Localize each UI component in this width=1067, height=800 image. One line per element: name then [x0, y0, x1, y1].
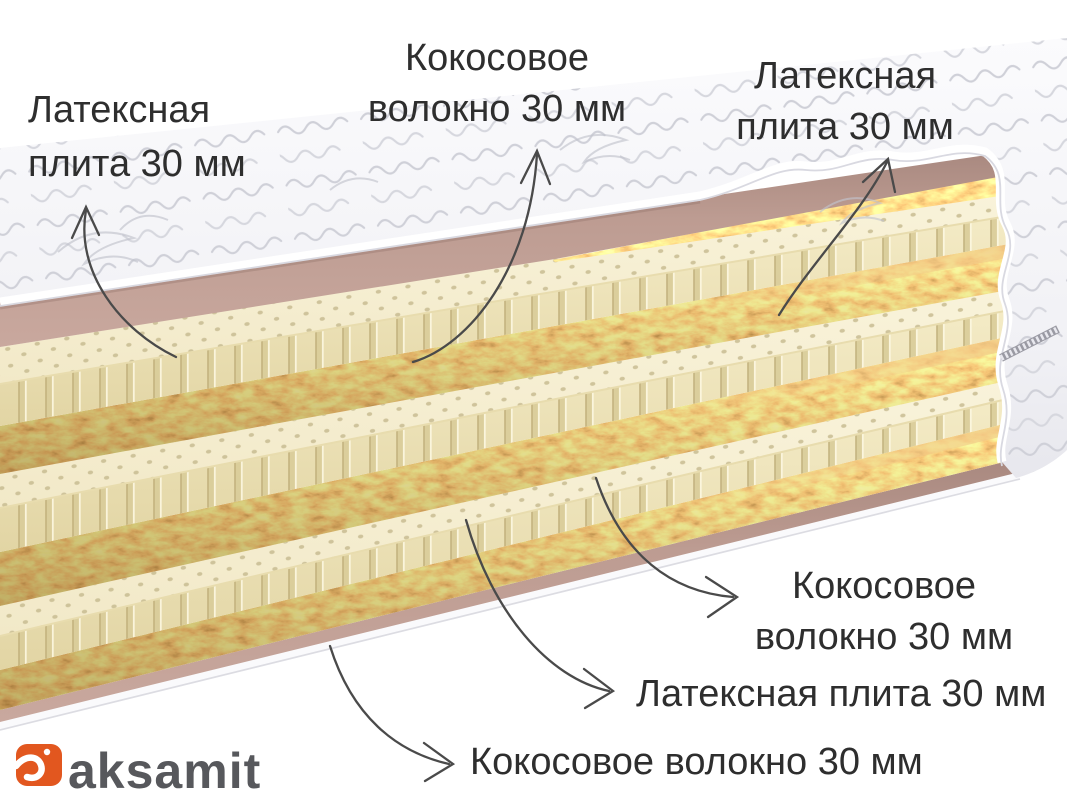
- coconut-layer-2: [0, 334, 1020, 606]
- label-top-left-line2: плита 30 мм: [28, 143, 246, 185]
- arrow-bottom-right: [464, 518, 616, 710]
- label-top-right-line2: плита 30 мм: [736, 106, 954, 148]
- label-top-center-line1: Кокосовое: [405, 37, 589, 79]
- latex-layer-3: [0, 378, 1021, 670]
- arrow-bottom: [328, 644, 456, 783]
- annotation-arrows: [70, 148, 897, 783]
- brand-logo-icon: [12, 744, 62, 786]
- brand-logo: aksamit: [12, 743, 261, 799]
- coconut-layer-3: [0, 420, 1020, 710]
- arrow-right-middle: [594, 476, 740, 619]
- arrow-top-right: [777, 156, 897, 317]
- coconut-layer-1: [0, 242, 1020, 474]
- brand-logo-text: aksamit: [68, 743, 261, 799]
- cover-embroidery: [57, 133, 885, 267]
- mattress-illustration: [0, 38, 1067, 731]
- label-bottom: Кокосовое волокно 30 мм: [470, 741, 923, 783]
- latex-layer-2: [0, 288, 1021, 552]
- bottom-base-sheet: [0, 472, 1021, 731]
- latex-layer-1: [0, 192, 1021, 426]
- label-top-center-line2: волокно 30 мм: [368, 88, 626, 130]
- quilted-cover: [0, 38, 1067, 478]
- zipper: [999, 325, 1060, 362]
- mauve-sheet-top: [0, 150, 1020, 347]
- label-right-middle-line1: Кокосовое: [792, 565, 976, 607]
- label-top-right-line1: Латексная: [754, 55, 936, 97]
- arrow-top-center: [411, 148, 552, 364]
- label-bottom-right: Латексная плита 30 мм: [636, 673, 1046, 715]
- arrow-top-left: [70, 204, 178, 359]
- label-right-middle-line2: волокно 30 мм: [755, 616, 1013, 658]
- mauve-sheet-bottom: [0, 458, 1020, 722]
- layer-labels: Латексная плита 30 мм Кокосовое волокно …: [28, 37, 1046, 783]
- label-top-left-line1: Латексная: [28, 89, 210, 131]
